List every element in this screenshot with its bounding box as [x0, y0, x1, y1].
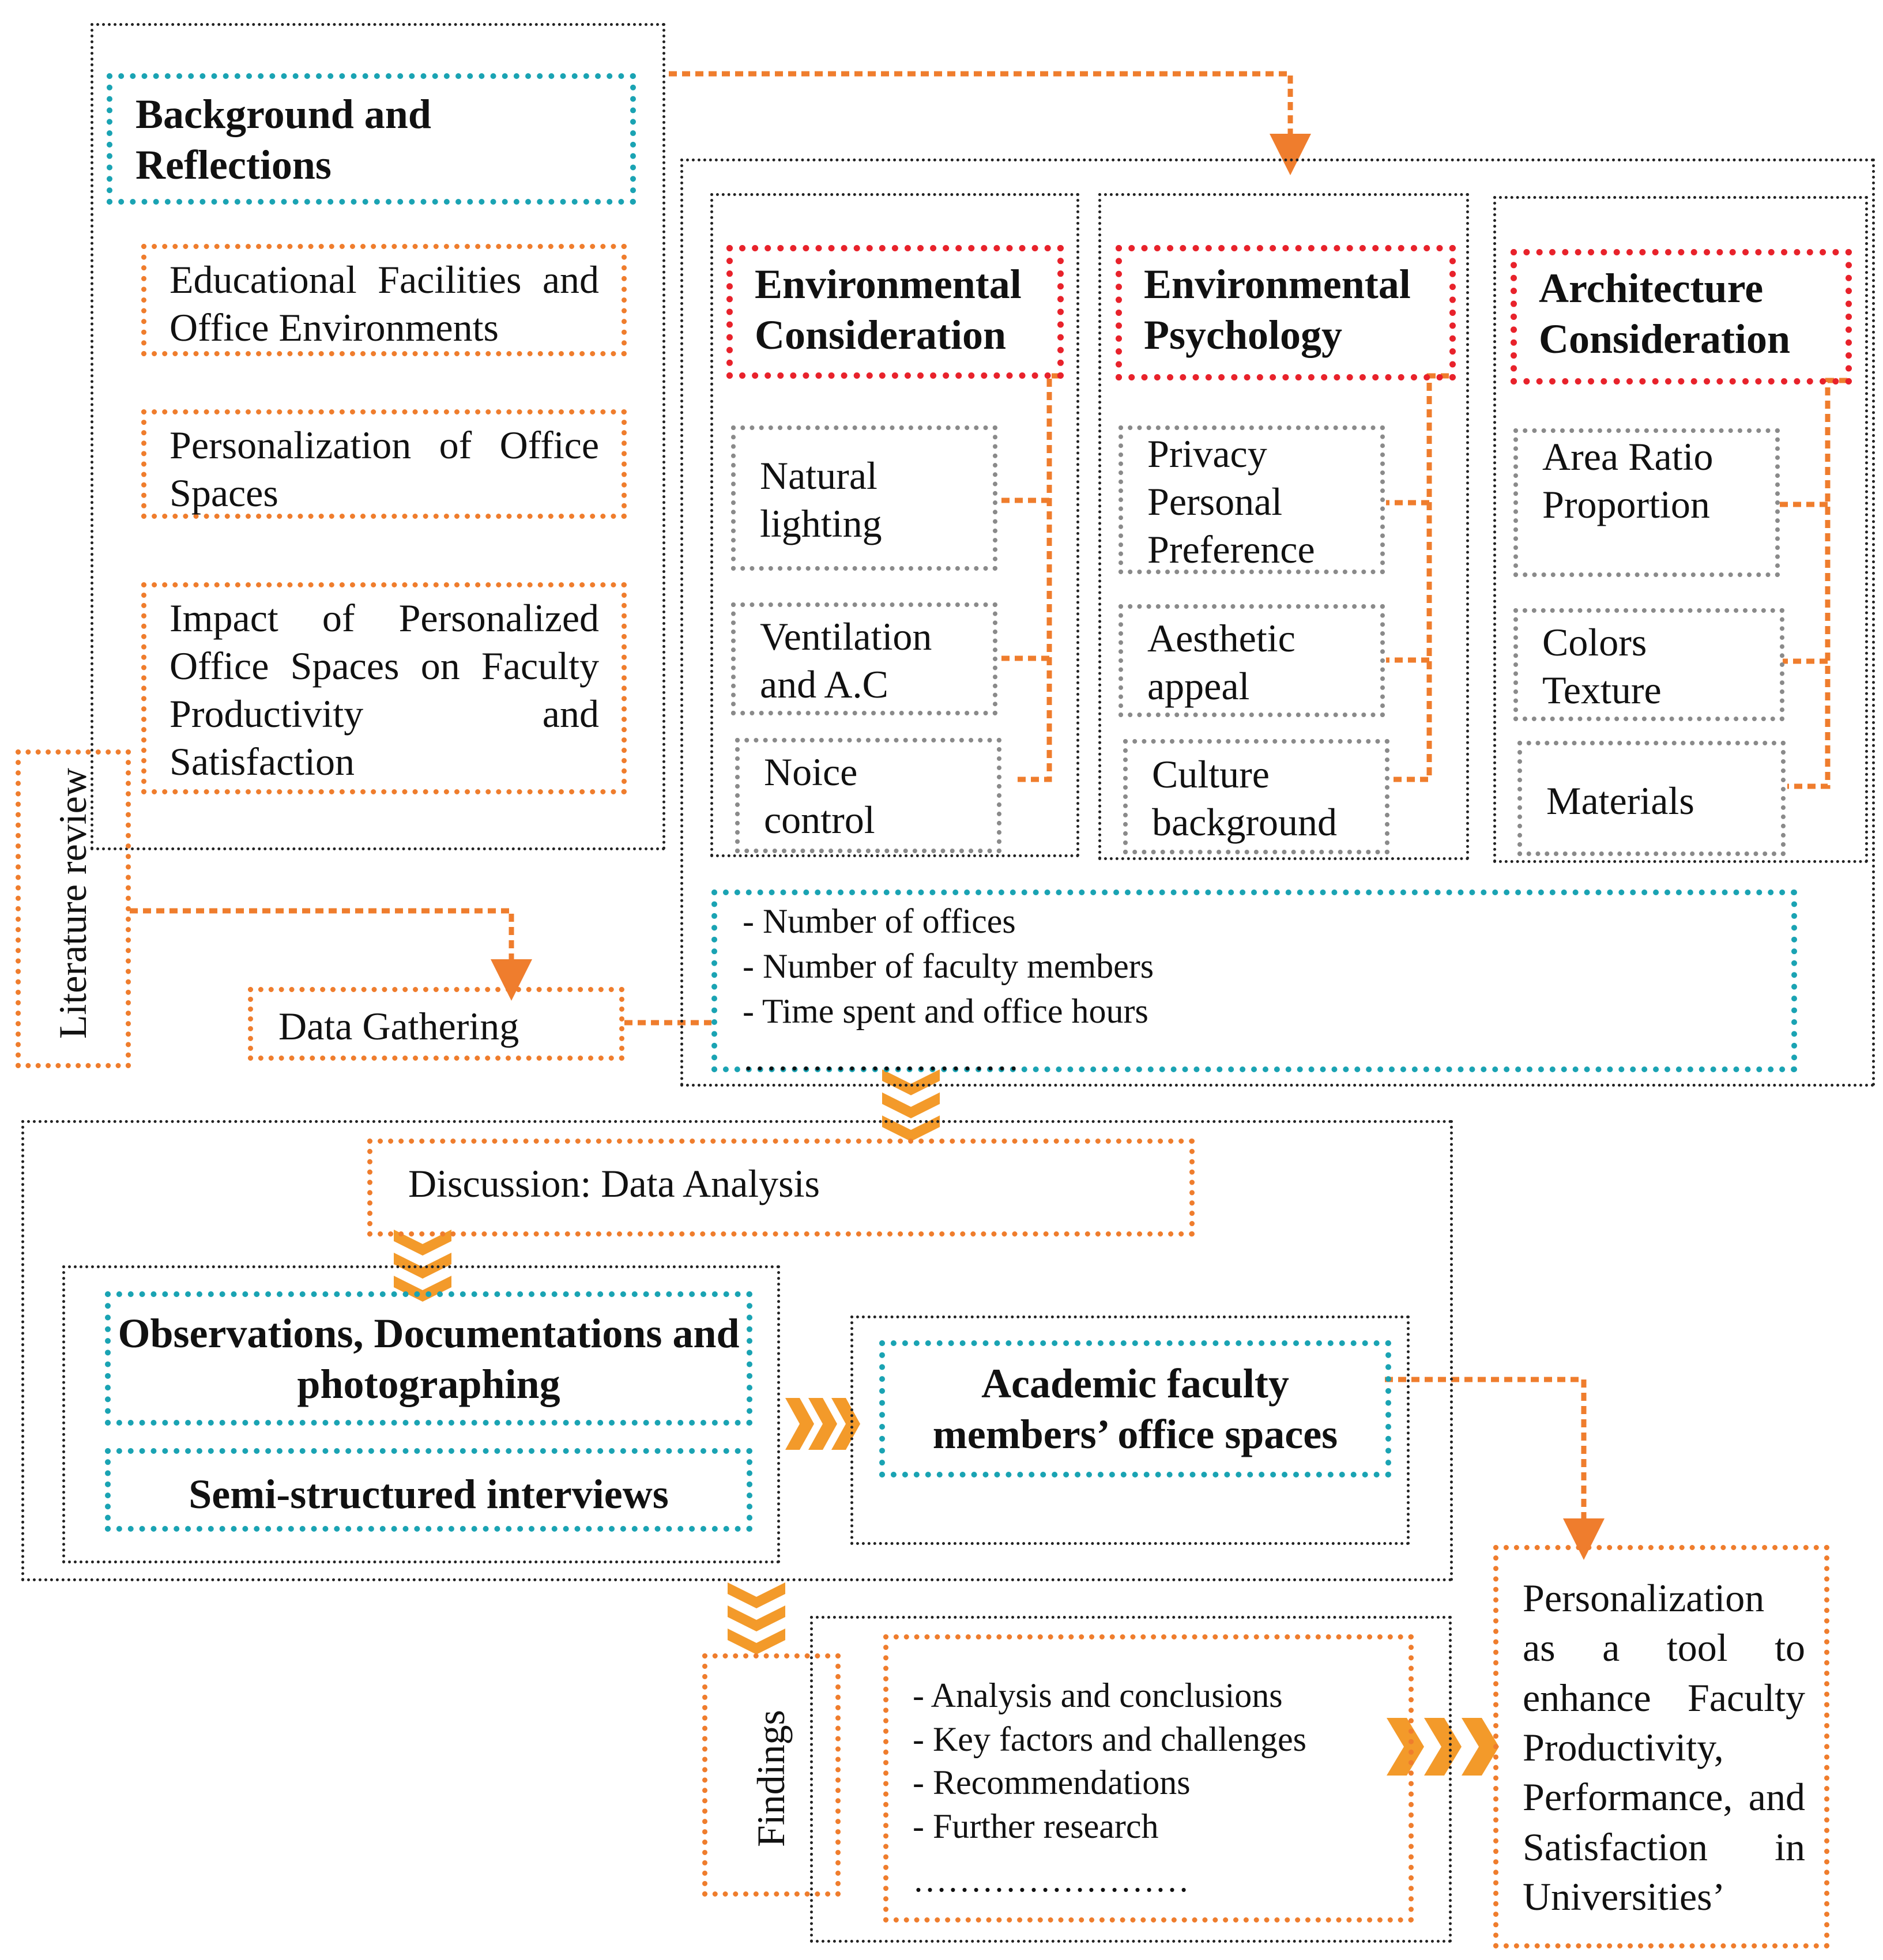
observations-box: Observations, Documentations and photogr…: [105, 1291, 752, 1426]
interviews-label: Semi-structured interviews: [189, 1471, 669, 1517]
factor-label: Natural lighting: [760, 454, 882, 545]
list-item: - Analysis and conclusions: [913, 1676, 1283, 1714]
env-psychology-header: Environmental Psychology: [1116, 245, 1456, 380]
env-consideration-header: Environmental Consideration: [726, 245, 1064, 379]
factor-label: Aesthetic appeal: [1147, 616, 1295, 708]
list-item: - Number of offices: [743, 902, 1016, 940]
list-item: - Key factors and challenges: [913, 1720, 1307, 1758]
list-item: - Number of faculty members: [743, 947, 1154, 985]
factor-materials: Materials: [1517, 741, 1786, 856]
methods-panel: [62, 1265, 780, 1563]
list-item: ……………………: [743, 1039, 1019, 1077]
considerations-panel: [680, 159, 1875, 1087]
discussion-panel: [21, 1120, 1453, 1581]
architecture-header: Architecture Consideration: [1511, 249, 1852, 385]
data-gathering-list: - Number of offices - Number of faculty …: [743, 899, 1154, 1081]
conclusion-text: Personalization as a tool to enhance Fac…: [1523, 1576, 1805, 1919]
factor-privacy: Privacy Personal Preference: [1118, 425, 1385, 574]
env-consideration-column: [710, 193, 1079, 857]
chevron-down-icon: [882, 1069, 940, 1141]
findings-label: Findings: [748, 1710, 793, 1848]
arrow-to-data-gathering: [130, 908, 532, 1001]
factor-label: Materials: [1546, 779, 1694, 823]
env-psychology-title: Environmental Psychology: [1144, 261, 1411, 358]
list-item: - Time spent and office hours: [743, 992, 1148, 1030]
data-gathering-list-box: - Number of offices - Number of faculty …: [711, 889, 1797, 1077]
factor-area-ratio: Area Ratio Proportion: [1513, 428, 1780, 577]
discussion-title: Discussion: Data Analysis: [408, 1162, 820, 1205]
factor-noise-control: Noice control: [735, 738, 1001, 853]
factor-ventilation: Ventilation and A.C: [731, 602, 997, 715]
office-spaces-panel: [850, 1316, 1410, 1545]
findings-panel: [810, 1616, 1452, 1943]
observations-label: Observations, Documentations and photogr…: [118, 1310, 740, 1407]
background-title: Background and Reflections: [135, 91, 431, 188]
factor-label: Culture background: [1152, 752, 1338, 844]
factor-label: Ventilation and A.C: [760, 615, 932, 706]
factor-aesthetic: Aesthetic appeal: [1118, 604, 1385, 717]
chevron-right-icon: [1387, 1718, 1499, 1776]
office-spaces-box: Academic faculty members’ office spaces: [879, 1340, 1391, 1477]
interviews-box: Semi-structured interviews: [105, 1448, 752, 1532]
findings-label-box: Findings: [702, 1653, 841, 1897]
architecture-column: [1493, 196, 1868, 863]
chevron-down-icon: [728, 1582, 785, 1654]
discussion-box: Discussion: Data Analysis: [367, 1139, 1195, 1237]
topic-text: Educational Facilities and Office Enviro…: [170, 258, 599, 349]
data-gathering-box: Data Gathering: [248, 987, 624, 1061]
office-spaces-label: Academic faculty members’ office spaces: [932, 1360, 1338, 1457]
background-box: Background and Reflections: [107, 73, 636, 205]
literature-review-panel: [91, 23, 665, 850]
env-consideration-title: Environmental Consideration: [755, 261, 1022, 358]
factor-culture: Culture background: [1123, 739, 1389, 854]
findings-list: - Analysis and conclusions - Key factors…: [913, 1674, 1306, 1902]
arrow-to-considerations: [669, 71, 1311, 175]
list-item: - Recommendations: [913, 1763, 1191, 1802]
literature-review-label-box: Literature review: [16, 749, 131, 1068]
topic-box-1: Educational Facilities and Office Enviro…: [141, 244, 627, 356]
literature-review-label: Literature review: [50, 768, 95, 1039]
factor-colors-texture: Colors Texture: [1513, 608, 1784, 721]
factor-label: Area Ratio Proportion: [1542, 435, 1713, 526]
architecture-title: Architecture Consideration: [1539, 265, 1791, 362]
topic-text: Personalization of Office Spaces: [170, 423, 599, 515]
topic-text: Impact of Personalized Office Spaces on …: [170, 596, 599, 783]
factor-natural-lighting: Natural lighting: [731, 425, 997, 571]
factor-label: Noice control: [764, 750, 875, 842]
factor-label: Privacy Personal Preference: [1147, 432, 1315, 571]
findings-list-box: - Analysis and conclusions - Key factors…: [883, 1634, 1414, 1923]
factor-label: Colors Texture: [1542, 620, 1662, 712]
architecture-bracket: [1779, 378, 1847, 789]
list-item: ……………………: [913, 1861, 1189, 1899]
topic-box-3: Impact of Personalized Office Spaces on …: [141, 582, 627, 794]
env-psychology-column: [1098, 193, 1469, 860]
data-gathering-label: Data Gathering: [278, 1004, 519, 1048]
topic-box-2: Personalization of Office Spaces: [141, 409, 627, 519]
conclusion-box: Personalization as a tool to enhance Fac…: [1493, 1545, 1829, 1948]
env-psychology-bracket: [1386, 373, 1449, 782]
list-item: - Further research: [913, 1807, 1159, 1845]
